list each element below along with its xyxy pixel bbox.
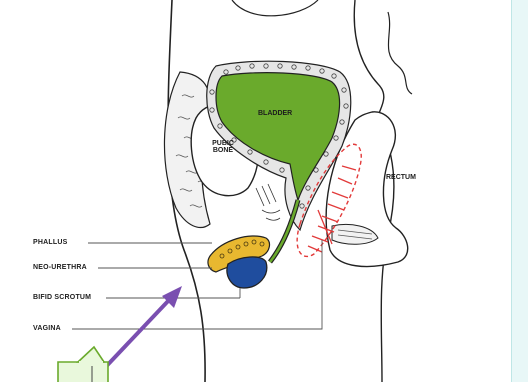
urethra-tube-outline	[270, 200, 298, 262]
tissue-lines	[256, 184, 280, 220]
spine-curve	[388, 12, 412, 94]
phallus-label: PHALLUS	[33, 239, 67, 246]
bladder-label: BLADDER	[258, 110, 292, 117]
bifid-scrotum-label: BIFID SCROTUM	[33, 294, 91, 301]
abdomen-contour	[232, 0, 318, 16]
green-callout-box	[58, 347, 108, 382]
pubic-bone-label: PUBIC BONE	[205, 140, 241, 155]
bifid-scrotum-shape	[227, 257, 267, 288]
purple-pointer-arrow	[98, 286, 182, 375]
vagina-leader	[72, 240, 322, 329]
leader-lines	[72, 240, 322, 329]
neo-urethra-label: NEO-URETHRA	[33, 264, 87, 271]
vagina-label: VAGINA	[33, 325, 61, 332]
rectum-label: RECTUM	[386, 174, 416, 181]
